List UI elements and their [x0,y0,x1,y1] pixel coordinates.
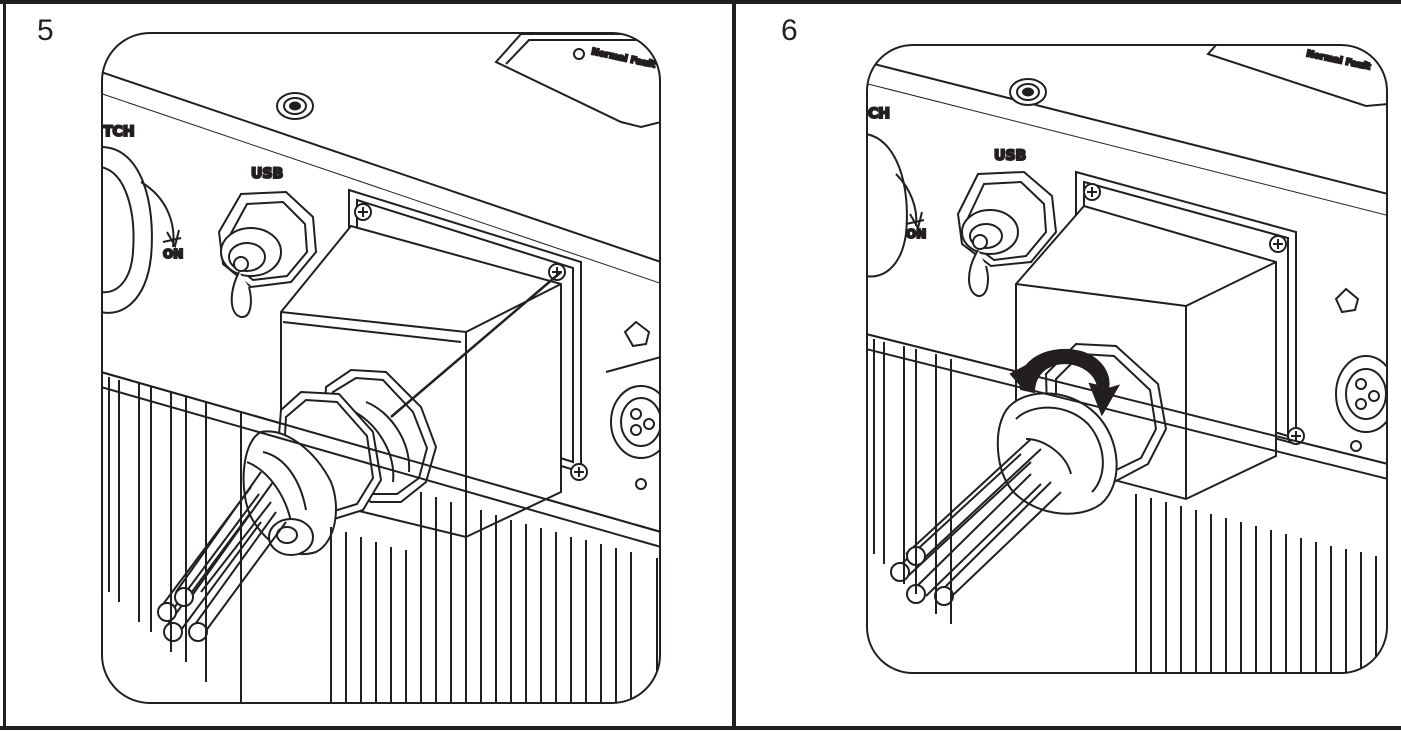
dc-switch-icon: ON [867,133,927,278]
ac-connector-icon [1334,287,1387,452]
ac-connector-icon [605,320,660,490]
frame-top-border [0,0,1401,4]
usb-port-icon [217,190,318,318]
switch-label: CH [868,106,890,122]
ac-cables [157,471,287,642]
dc-switch-icon: ON [102,146,184,314]
usb-label: USB [251,166,283,182]
top-screw-icon [1009,78,1047,106]
frame-left-border [3,0,6,730]
rotate-arrow-icon [1009,348,1121,417]
ac-cables [890,438,1062,606]
usb-port-icon [956,170,1058,297]
switch-on-label: ON [906,227,926,241]
step-5-panel: 5 Normal Fault TCH [9,6,731,724]
step-6-illustration: Normal Fault CH ON USB [866,44,1388,674]
switch-label: TCH [103,124,135,140]
step-6-panel: 6 Normal Fault CH [739,6,1401,724]
heat-sink [867,333,1387,673]
usb-label: USB [994,148,1026,164]
step-number: 5 [37,14,54,47]
frame-bottom-border [0,726,1401,730]
step-number: 6 [781,14,798,47]
heat-sink [102,371,660,703]
step-5-illustration: Normal Fault TCH ON USB [101,32,661,704]
frame-center-divider [732,0,736,730]
top-screw-icon [276,92,314,120]
switch-on-label: ON [163,247,183,261]
